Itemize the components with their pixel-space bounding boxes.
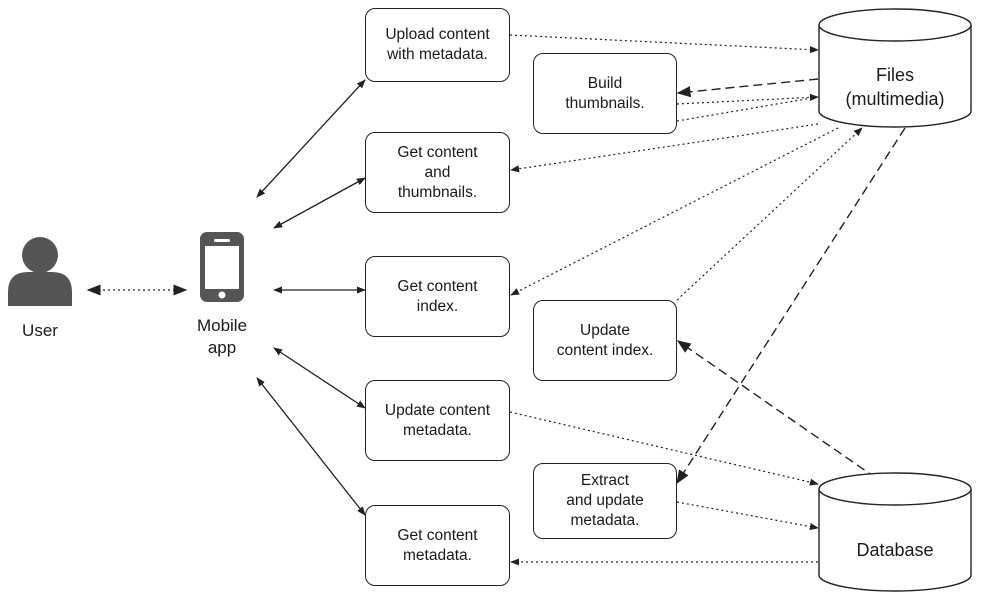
build-thumbnails-box: Build thumbnails. <box>533 53 677 134</box>
edge-app-get-thumbnails <box>273 177 366 229</box>
edge-app-upload <box>256 79 366 198</box>
edge-extract-db <box>676 501 819 531</box>
build-thumbnails-label: Build thumbnails. <box>565 74 645 112</box>
edge-build-files <box>676 96 819 122</box>
extract-metadata-label: Extract and update metadata. <box>566 472 644 529</box>
edge-files-build <box>676 93 819 105</box>
smartphone-icon <box>200 232 244 302</box>
get-content-index-box: Get content index. <box>365 256 510 337</box>
database-store-cylinder <box>818 472 972 592</box>
upload-content-box: Upload content with metadata. <box>365 8 510 82</box>
mobile-app-label: Mobile app <box>196 316 248 357</box>
get-content-metadata-box: Get content metadata. <box>365 505 510 586</box>
update-content-index-box: Update content index. <box>533 300 677 381</box>
edge-db-update-index <box>676 340 877 479</box>
user-label: User <box>22 321 58 340</box>
update-content-metadata-label: Update content metadata. <box>384 401 491 439</box>
edge-app-get-metadata <box>256 377 366 516</box>
get-content-metadata-label: Get content metadata. <box>397 526 478 564</box>
get-content-thumbnails-box: Get content and thumbnails. <box>365 132 510 213</box>
extract-metadata-box: Extract and update metadata. <box>533 463 677 539</box>
update-content-metadata-box: Update content metadata. <box>365 380 510 461</box>
upload-content-label: Upload content with metadata. <box>385 26 490 63</box>
user-icon <box>8 237 72 306</box>
get-content-thumbnails-label: Get content and thumbnails. <box>397 143 478 201</box>
files-store-label: Files (multimedia) <box>845 65 945 109</box>
edge-files-build-thumbnails <box>676 78 819 98</box>
edge-app-update-metadata <box>273 347 366 409</box>
edge-upload-files <box>509 34 819 54</box>
database-store-label: Database <box>856 540 934 560</box>
update-content-index-label: Update content index. <box>556 321 654 359</box>
edge-update-index-files <box>676 127 863 301</box>
get-content-index-label: Get content index. <box>397 277 478 315</box>
edge-files-get-index <box>510 127 839 296</box>
edge-files-get-thumbnails <box>510 123 819 173</box>
edge-files-extract <box>676 127 906 485</box>
files-store-cylinder <box>818 8 972 128</box>
